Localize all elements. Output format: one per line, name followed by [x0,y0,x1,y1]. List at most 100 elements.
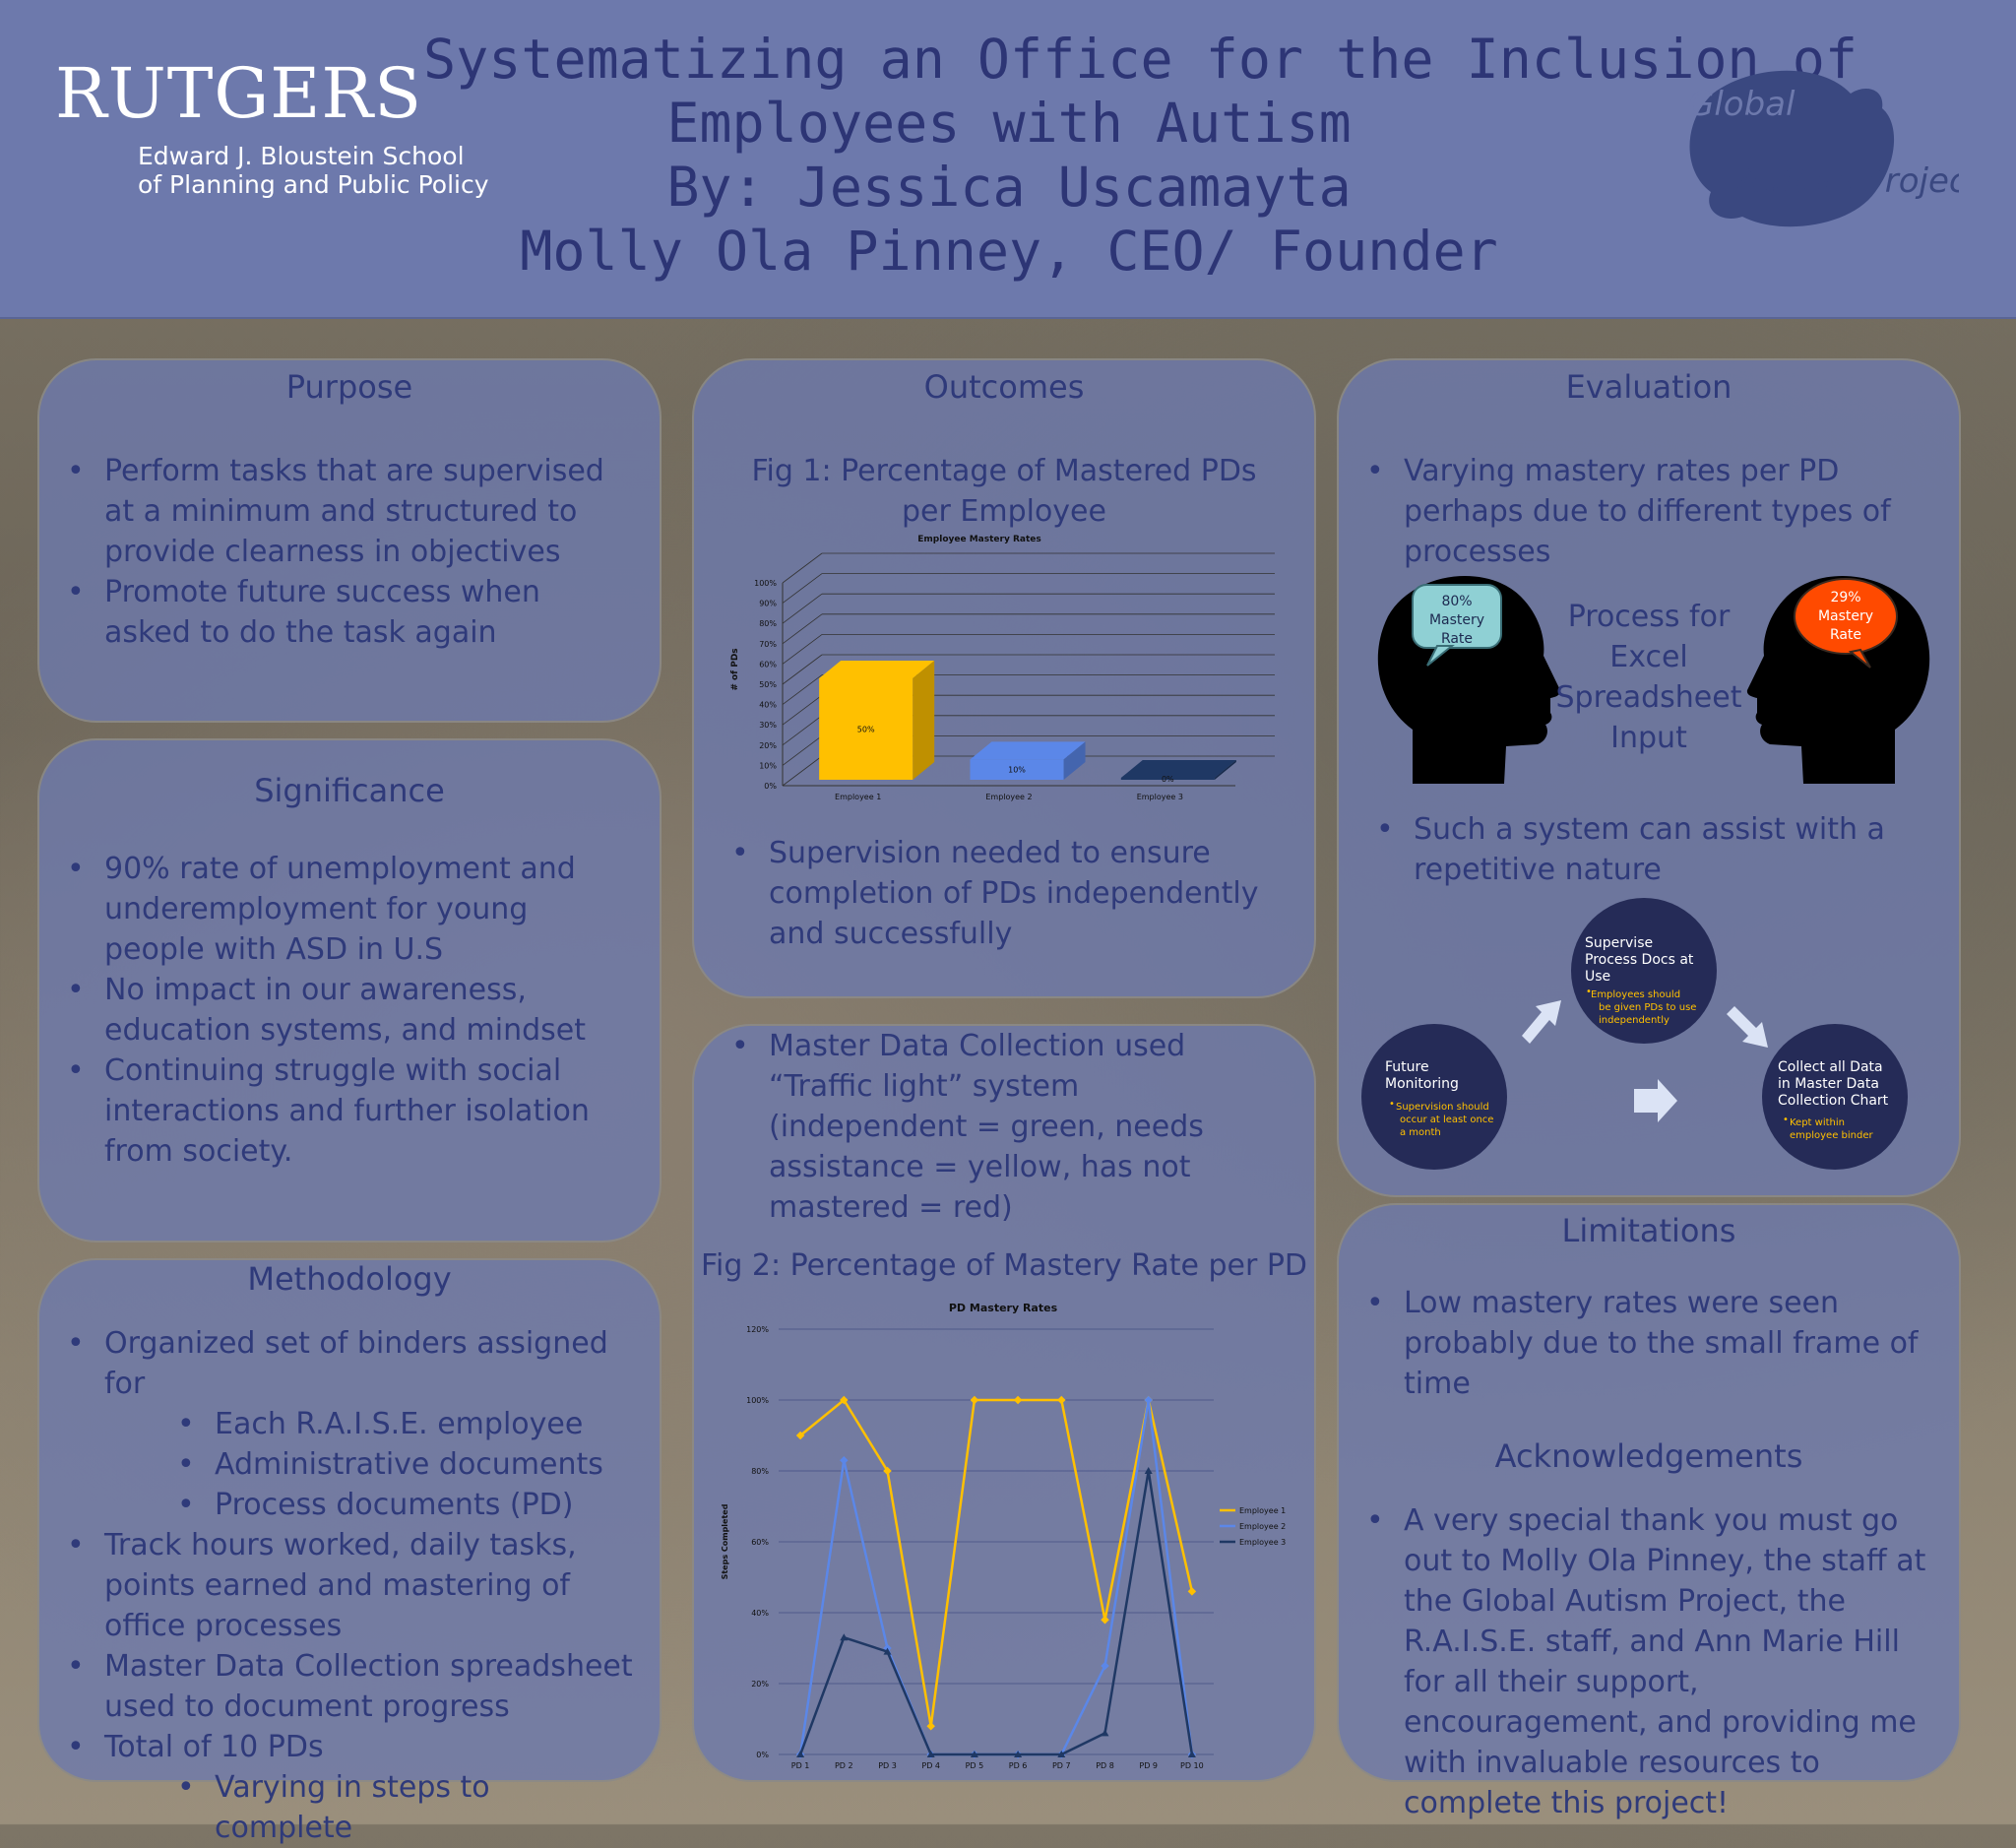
limitations-panel: Limitations Low mastery rates were seen … [1337,1203,1961,1820]
line-chart-xtick: PD 10 [1180,1761,1204,1770]
series-marker [1057,1395,1066,1405]
line-chart-xtick: PD 3 [878,1761,897,1770]
center-text-line-4: Input [1610,721,1687,755]
process-center-text: Process for Excel Spreadsheet Input [1545,597,1752,758]
series-marker [1014,1751,1023,1757]
bar-chart-ytick: 10% [759,761,777,770]
left-speech-bubble [1412,584,1502,649]
bar-1 [819,678,914,780]
methodology-list: Organized set of binders assigned for Ea… [39,1323,660,1848]
series-line-2 [798,1399,1194,1756]
supervise-title-3: Use [1585,969,1610,985]
evaluation-list-2: Such a system can assist with a repetiti… [1349,809,1900,890]
supervise-note-3: independently [1599,1015,1670,1026]
traffic-light-bullet: Master Data Collection used “Traffic lig… [704,1026,1285,1228]
bar-value-label: 50% [857,726,875,734]
title-line-1: Systematizing an Office for the Inclusio… [423,28,1858,91]
legend-label-1: Employee 1 [1239,1506,1286,1515]
outcomes-bullet-1: Supervision needed to ensure completion … [704,833,1294,954]
series-marker [970,1751,978,1757]
bar-chart-ytick: 20% [759,741,777,750]
collect-title-3: Collection Chart [1778,1093,1889,1109]
series-marker [1101,1729,1109,1737]
center-text-line-2: Excel [1609,640,1688,674]
bar-chart-gridline-depth [782,674,823,705]
line-chart-ylabel: Steps Completed [721,1503,729,1579]
line-chart-ytick: 80% [751,1467,769,1476]
series-marker [840,1455,849,1465]
partner-logo-text-2: Autism Project [1735,161,1959,201]
cycle-node-monitoring [1361,1024,1507,1170]
rutgers-logo-word: RUTGERS [55,53,423,134]
evaluation-panel: Evaluation Varying mastery rates per PD … [1337,358,1961,1197]
line-chart-xtick: PD 5 [966,1761,984,1770]
line-chart-xtick: PD 6 [1009,1761,1028,1770]
line-chart-xtick: PD 2 [835,1761,853,1770]
cycle-arrow-right-icon [1634,1079,1677,1122]
right-bubble-line-2: Mastery [1818,608,1873,624]
bar-chart-gridline-depth [782,613,823,645]
cycle-arrow-down-icon [1727,1006,1768,1048]
title-line-2: Employees with Autism [666,92,1352,155]
bar-chart-title: Employee Mastery Rates [917,535,1040,544]
fig1-bar-chart: Employee Mastery Rates# of PDs0%10%20%30… [730,535,1275,801]
line-chart-xtick: PD 4 [921,1761,940,1770]
limitations-list: Low mastery rates were seen probably due… [1339,1283,1959,1404]
collect-title-2: in Master Data [1778,1076,1879,1092]
evaluation-list: Varying mastery rates per PD perhaps due… [1339,451,1959,572]
bar-2 [970,759,1064,780]
bar-chart-ylabel: # of PDs [730,648,740,690]
methodology-subbullet-3: Process documents (PD) [39,1485,636,1525]
series-marker [1144,1467,1153,1474]
series-marker [1101,1615,1109,1625]
bar-top [819,661,935,678]
methodology-subbullet-1: Each R.A.I.S.E. employee [39,1404,636,1444]
collect-title-1: Collect all Data [1778,1059,1883,1075]
cycle-node-supervise [1571,898,1717,1044]
rutgers-school-name: Edward J. Bloustein School of Planning a… [138,142,489,199]
bar-side [913,661,935,780]
collect-note-2: employee binder [1790,1130,1874,1141]
left-bubble-line-1: 80% [1441,594,1472,609]
bar-chart-gridline-depth [782,715,823,746]
purpose-title: Purpose [285,368,413,406]
methodology-panel: Methodology Organized set of binders ass… [37,1258,662,1845]
evaluation-title: Evaluation [1565,368,1732,406]
limitations-title: Limitations [1561,1212,1736,1249]
supervise-note-1: Employees should [1591,989,1680,1000]
acknowledgements-title: Acknowledgements [1494,1437,1803,1475]
purpose-panel: Purpose Perform tasks that are supervise… [37,358,662,723]
purpose-list: Perform tasks that are supervised at a m… [39,451,660,653]
significance-panel: Significance 90% rate of unemployment an… [37,738,662,1243]
line-chart-ytick: 100% [746,1396,769,1405]
significance-list: 90% rate of unemployment and underemploy… [39,849,660,1172]
outcomes2-panel: Master Data Collection used “Traffic lig… [692,1024,1316,1782]
title-line-3: By: Jessica Uscamayta [666,156,1352,219]
purpose-bullet-2: Promote future success when asked to do … [39,572,630,653]
series-marker [1013,1395,1023,1405]
left-bubble-line-3: Rate [1441,631,1473,647]
bar-chart-ytick: 0% [764,782,777,791]
rutgers-logo: RUTGERS Edward J. Bloustein School of Pl… [55,59,489,199]
bar-chart-ytick: 40% [759,701,777,710]
bar-side [1063,741,1086,780]
puzzle-piece-icon [1689,70,1895,227]
outcomes-list: Supervision needed to ensure completion … [704,833,1294,954]
bar-category-label: Employee 3 [1137,793,1183,801]
bar-top [1120,760,1236,778]
monitoring-note-2: occur at least once [1400,1115,1493,1125]
series-line-3 [798,1470,1194,1756]
center-text-line-1: Process for [1567,600,1731,634]
significance-bullet-1: 90% rate of unemployment and underemploy… [39,849,636,970]
bar-chart-gridline-depth [782,735,823,766]
bar-3 [1120,778,1215,780]
series-marker [796,1751,805,1757]
limitations-bullet: Low mastery rates were seen probably due… [1339,1283,1935,1404]
process-cycle-diagram: Supervise Process Docs at Use Employees … [1361,898,1908,1170]
series-line-1 [799,1398,1194,1727]
supervise-title-2: Process Docs at [1585,952,1694,968]
monitoring-note-3: a month [1400,1127,1441,1138]
significance-bullet-2: No impact in our awareness, education sy… [39,970,636,1051]
series-marker [1057,1751,1066,1757]
right-bubble-line-3: Rate [1830,627,1861,643]
